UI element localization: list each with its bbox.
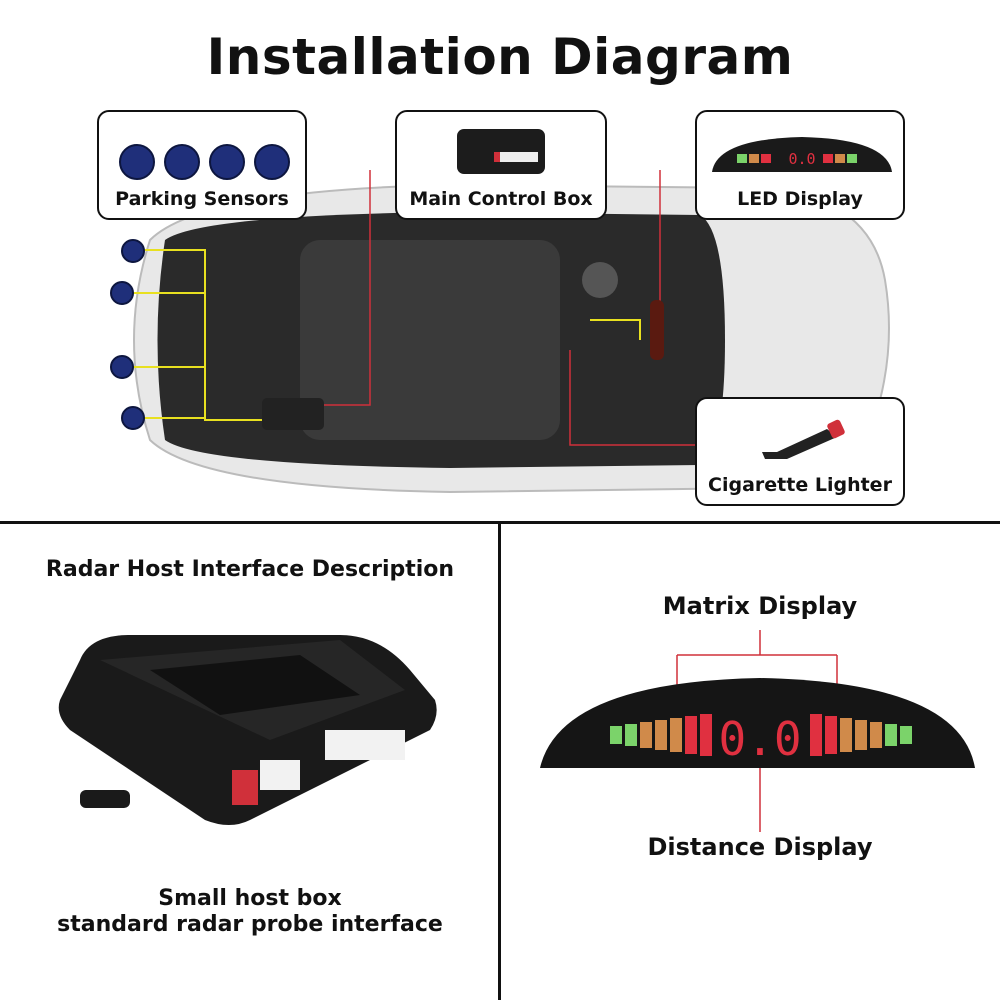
led-segment xyxy=(670,718,682,752)
led-segment xyxy=(640,722,652,748)
led-segment xyxy=(870,722,882,748)
callout-label: LED Display xyxy=(737,188,863,210)
car-diagram xyxy=(110,170,890,494)
svg-text:0.0: 0.0 xyxy=(788,150,815,168)
led-segment xyxy=(655,720,667,750)
led-segment xyxy=(855,720,867,750)
callout-cigarette-lighter: Cigarette Lighter xyxy=(695,397,905,506)
callout-label: Parking Sensors xyxy=(115,188,289,210)
host-box-image xyxy=(58,635,437,825)
control-box-icon xyxy=(457,129,545,174)
led-segment xyxy=(900,726,912,744)
callout-parking-sensors: Parking Sensors xyxy=(97,110,307,220)
power-port xyxy=(232,770,258,805)
parking-sensors-icon xyxy=(119,144,290,180)
led-segment xyxy=(840,718,852,752)
mounting-tab xyxy=(80,790,130,808)
cigarette-lighter-icon xyxy=(762,419,845,459)
caption-line-2: standard radar probe interface xyxy=(57,912,443,937)
led-segment xyxy=(610,726,622,744)
led-display-in-car xyxy=(650,300,664,360)
callout-label: Cigarette Lighter xyxy=(708,474,892,496)
steering-wheel xyxy=(582,262,618,298)
control-box-in-car xyxy=(262,398,324,430)
power-wires xyxy=(320,170,695,446)
vertical-divider xyxy=(498,521,501,1000)
led-display-large: 0.0 xyxy=(540,630,975,832)
parking-sensors xyxy=(110,239,145,430)
distance-display-label: Distance Display xyxy=(647,833,873,861)
callout-led-display: 0.0 LED Display xyxy=(695,110,905,220)
callout-main-control-box: Main Control Box xyxy=(395,110,607,220)
led-segment xyxy=(625,724,637,746)
led-segment xyxy=(685,716,697,754)
car-seats xyxy=(300,240,560,440)
distance-readout: 0.0 xyxy=(718,712,801,766)
page-title: Installation Diagram xyxy=(206,28,794,86)
caption-line-1: Small host box xyxy=(158,886,342,911)
led-display-icon: 0.0 xyxy=(712,137,892,172)
radar-host-heading: Radar Host Interface Description xyxy=(45,557,455,582)
callout-label: Main Control Box xyxy=(409,188,593,210)
led-segment xyxy=(885,724,897,746)
led-segment xyxy=(825,716,837,754)
led-segment xyxy=(810,714,822,756)
led-segment xyxy=(700,714,712,756)
sensor-wires xyxy=(122,249,641,421)
matrix-display-label: Matrix Display xyxy=(662,592,858,620)
